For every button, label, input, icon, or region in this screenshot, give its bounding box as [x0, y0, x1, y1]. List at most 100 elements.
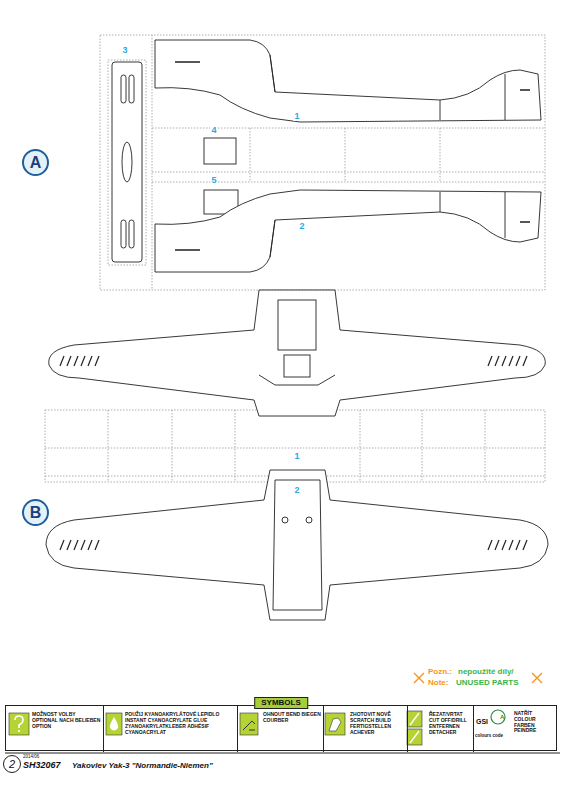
symbol-text: POUŽIJ KYANOAKRYLÁTOVÉ LEPIDLO INSTANT C… [125, 711, 235, 735]
bend-glyph [243, 721, 255, 730]
symbol-text: A [500, 714, 504, 721]
symbol-cell: POUŽIJ KYANOAKRYLÁTOVÉ LEPIDLO INSTANT C… [104, 706, 238, 752]
vent-slot [495, 356, 499, 366]
detail-slot [175, 62, 530, 250]
footer-rule [5, 753, 560, 754]
marker-letter: 2 [9, 759, 15, 770]
fret-line [235, 410, 236, 482]
wing-slots [60, 356, 527, 550]
detail-hole [306, 517, 312, 523]
note-heading: Pozn.: [428, 668, 452, 676]
vent-slot [74, 540, 78, 550]
glue-icon [106, 713, 122, 735]
vent-slot [60, 356, 64, 366]
symbol-text: ZHOTOVIT NOVĚ SCRATCH BUILD FERTIGSTELLE… [350, 711, 405, 735]
symbol-cell: MOŽNOST VOLBY OPTIONAL NACH BELIEBEN OPT… [6, 706, 104, 752]
fret-line [345, 128, 346, 182]
mask-hole [129, 220, 134, 248]
vent-slot [81, 356, 85, 366]
vent-slot [74, 356, 78, 366]
symbol-icons [9, 710, 505, 745]
symbol-cell: OHNOUT BEND BIEGEN COURBER [238, 706, 324, 752]
panel-line [273, 480, 322, 610]
vent-slot [88, 540, 92, 550]
symbols-panel: SYMBOLSMOŽNOST VOLBY OPTIONAL NACH BELIE… [5, 705, 557, 751]
vent-slot [88, 356, 92, 366]
kit-number: SH32067 [23, 761, 61, 770]
section-marker: B [22, 499, 49, 526]
vent-slot [495, 540, 499, 550]
bend-icon [240, 713, 258, 735]
vent-slot [509, 540, 513, 550]
date-code: 2014/06 [23, 755, 39, 760]
fret-frame [100, 35, 545, 290]
hand-glyph [329, 718, 341, 731]
rule-line [5, 753, 560, 754]
fret-frame [108, 60, 146, 265]
callout-number: 2 [298, 222, 305, 231]
symbol-text: MOŽNOST VOLBY OPTIONAL NACH BELIEBEN OPT… [32, 711, 101, 729]
note-text: nepoužité díly/ [458, 668, 514, 676]
panel-heading: SYMBOLS [254, 697, 308, 709]
fret-line [440, 128, 441, 182]
vent-slot [67, 540, 71, 550]
vent-slot [502, 356, 506, 366]
callout-number: 5 [210, 176, 217, 185]
fret-line [108, 410, 109, 482]
cockpit-detail [278, 300, 316, 350]
fuselage-half-2 [155, 190, 541, 272]
mask-hole [121, 220, 126, 248]
section-marker: A [22, 149, 49, 176]
page-number: 2 [3, 755, 21, 773]
vent-slot [502, 540, 506, 550]
callout-number: 4 [210, 126, 217, 135]
vent-slot [81, 540, 85, 550]
callout-number: 2 [293, 486, 300, 495]
kit-title: Yakovlev Yak-3 "Normandie-Niemen" [72, 762, 213, 770]
symbol-cell: GSI Acolours code NATŘÍT COLOUR FARBEN PEI… [474, 706, 558, 752]
fret-grid [100, 35, 545, 290]
cross-mark [414, 673, 424, 683]
vent-slot [488, 540, 492, 550]
fret-line [250, 128, 251, 182]
fuselage-half-1 [155, 40, 541, 122]
mask-hole [129, 75, 134, 103]
drop-glyph [110, 717, 118, 731]
wing-part-2 [46, 470, 548, 620]
cut-glyph [410, 713, 419, 743]
parts-a [112, 40, 541, 272]
gsi-icon [491, 710, 505, 724]
fret-line [152, 172, 545, 173]
vent-slot [516, 540, 520, 550]
question-glyph [15, 716, 23, 732]
symbol-text: ŘEZAT/VRTAT CUT OFF/DRILL ENTFERNEN DETA… [429, 711, 471, 735]
part-4 [204, 138, 236, 164]
fret-line [422, 410, 423, 482]
marker-letter: A [30, 155, 42, 171]
fret-line [485, 410, 486, 482]
symbol-text: colours code [475, 733, 503, 738]
mask-hole [121, 75, 126, 103]
vent-slot [488, 356, 492, 366]
fret-line [172, 410, 173, 482]
optional-icon [9, 713, 29, 735]
callout-number: 1 [293, 112, 300, 121]
vent-slot [509, 356, 513, 366]
vent-slot [95, 540, 99, 550]
parts-b [46, 290, 548, 620]
vent-slot [523, 540, 527, 550]
detail-hole [282, 517, 288, 523]
cross-mark [532, 673, 542, 683]
symbol-text: GSI [476, 718, 488, 726]
fret-line [45, 448, 545, 449]
vent-slot [523, 356, 527, 366]
symbol-text: NATŘÍT COLOUR FARBEN PEINDRE [514, 711, 554, 734]
fret-line [152, 35, 153, 290]
fret-line [360, 410, 361, 482]
wing-part-1 [49, 290, 546, 416]
callout-number: 1 [293, 452, 300, 461]
vent-slot [67, 356, 71, 366]
vent-slot [60, 540, 64, 550]
marker-letter: B [30, 505, 42, 521]
cockpit-detail [284, 355, 310, 377]
